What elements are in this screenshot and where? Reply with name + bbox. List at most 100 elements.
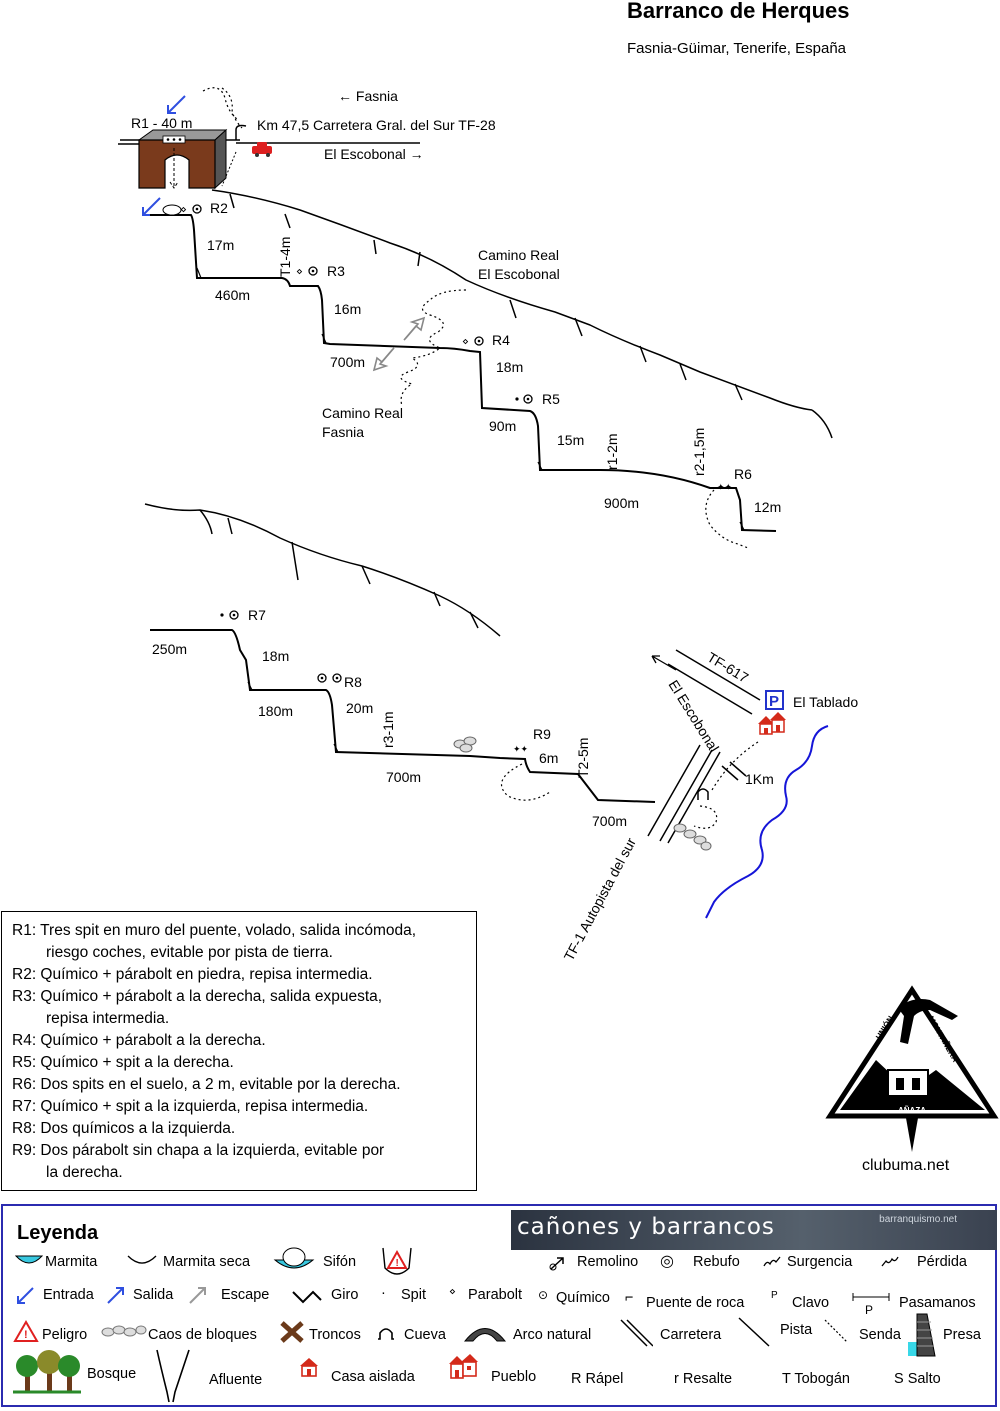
legend-peligro: Peligro [42, 1327, 88, 1343]
note-r1: R1: Tres spit en muro del puente, volado… [12, 922, 417, 939]
arrow-left-icon [651, 655, 677, 671]
peligro-marmita-icon: ! [382, 1247, 412, 1275]
legend-pueblo: Pueblo [491, 1369, 537, 1385]
anchor-r2-icons: ⋄ [180, 203, 202, 216]
car-icon [252, 142, 272, 157]
legend-quimico: Químico [556, 1290, 610, 1306]
afluente-icon [156, 1349, 190, 1403]
clavo-icon: P [771, 1290, 778, 1301]
svg-text:✦✦: ✦✦ [513, 745, 529, 755]
legend-parabolt: Parabolt [468, 1287, 523, 1303]
entry-arrow-icon [142, 197, 161, 216]
legend-entrada: Entrada [43, 1287, 94, 1303]
anchor-r9-icons: ✦✦ [513, 745, 529, 755]
note-r5: R5: Químico + spit a la derecha. [12, 1054, 234, 1071]
rebufo-icon: ◎ [660, 1251, 674, 1270]
measure-700m-b: 700m [386, 769, 421, 785]
bridge-icon [137, 128, 228, 190]
legend-bosque: Bosque [87, 1366, 137, 1382]
measure-16m: 16m [334, 301, 361, 317]
profile-ticks-upper [196, 267, 745, 531]
anchor-r5-label: R5 [542, 391, 560, 407]
anchor-r2-label: R2 [210, 200, 228, 216]
svg-text:!: ! [24, 1329, 28, 1341]
club-logo: UNIÓN MONTAÑERA AÑAZA [825, 985, 999, 1152]
club-website-link[interactable]: clubuma.net [862, 1157, 950, 1174]
measure-r3-1m: r3-1m [380, 711, 396, 748]
measure-r2-15m: r2-1,5m [691, 428, 707, 476]
presa-icon [908, 1313, 936, 1357]
anchor-r6-icons: ✦✦ [717, 483, 733, 493]
boulder-chaos-icon [673, 823, 712, 851]
track-near-bridge [202, 87, 243, 129]
canyon-topo-diagram: Barranco de Herques Fasnia-Güimar, Tener… [118, 0, 999, 1152]
pueblo-icon [449, 1354, 478, 1379]
legend-tobogan: T Tobogán [782, 1371, 850, 1387]
road-escobonal-label: El Escobonal → [324, 146, 424, 162]
legend-casa: Casa aislada [331, 1369, 415, 1385]
caos-bloques-icon [101, 1325, 147, 1337]
entrada-icon [17, 1287, 34, 1304]
casa-aislada-icon [300, 1358, 318, 1377]
legend-caos: Caos de bloques [148, 1327, 257, 1343]
escape-arrow-icon [403, 316, 426, 341]
giro-icon [292, 1290, 322, 1304]
camino-escobonal-line2: El Escobonal [478, 266, 560, 282]
town-icon [758, 712, 786, 735]
logo-text-anaza: AÑAZA [898, 1106, 926, 1115]
boulder-chaos-icon [453, 736, 477, 753]
entry-arrow-icon [167, 95, 186, 114]
sifon-icon [273, 1247, 315, 1269]
place-el-tablado: El Tablado [793, 694, 858, 710]
measure-t1-4m: T1-4m [277, 237, 293, 277]
pasamanos-icon [852, 1293, 890, 1301]
camino-fasnia-line1: Camino Real [322, 405, 403, 421]
parking-letter: P [769, 693, 779, 710]
banner-subtitle: barranquismo.net [879, 1214, 957, 1225]
anchor-r8-icons [317, 673, 342, 683]
legend-marmita: Marmita [45, 1254, 98, 1270]
legend-afluente: Afluente [209, 1372, 263, 1388]
legend-presa: Presa [943, 1327, 981, 1343]
legend-resalte: r Resalte [674, 1371, 733, 1387]
canyon-profile-upper [150, 214, 777, 532]
measure-t2-5m: T2-5m [575, 738, 591, 778]
measure-250m: 250m [152, 641, 187, 657]
note-r4: R4: Químico + párabolt a la derecha. [12, 1032, 266, 1049]
legend-sifon: Sifón [323, 1254, 357, 1270]
anchor-r3-icons: ⋄ [296, 265, 318, 278]
marmita-icon [15, 1255, 43, 1264]
road-km-label: Km 47,5 Carretera Gral. del Sur TF-28 [257, 117, 496, 133]
cueva-icon [378, 1328, 394, 1340]
measure-460m: 460m [215, 287, 250, 303]
river-line [705, 725, 829, 919]
measure-20m: 20m [346, 700, 373, 716]
anchor-r4-icons: ⋄ [462, 335, 484, 348]
anchor-r1-label: R1 - 40 m [131, 115, 192, 131]
anchor-r3-label: R3 [327, 263, 345, 279]
road-break-icon [721, 761, 747, 781]
svg-text:⋄: ⋄ [296, 265, 303, 278]
anchor-r7-icons [220, 610, 239, 620]
legend-pasamanos: Pasamanos [899, 1295, 976, 1311]
legend-escape: Escape [221, 1287, 270, 1303]
measure-r1-2m: r1-2m [604, 433, 620, 470]
legend-clavo: Clavo [792, 1295, 830, 1311]
anchor-r7-label: R7 [248, 607, 266, 623]
legend-spit: Spit [401, 1287, 426, 1303]
page-title: Barranco de Herques [627, 0, 850, 23]
anchor-notes-box: R1: Tres spit en muro del puente, volado… [1, 911, 477, 1191]
measure-18m-b: 18m [262, 648, 289, 664]
legend-banner: cañones y barrancos barranquismo.net [511, 1210, 997, 1250]
legend-rapel: R Rápel [571, 1371, 624, 1387]
measure-180m: 180m [258, 703, 293, 719]
note-r7: R7: Químico + spit a la izquierda, repis… [12, 1098, 369, 1115]
legend-arco: Arco natural [513, 1327, 592, 1343]
note-r9: R9: Dos párabolt sin chapa a la izquierd… [12, 1142, 385, 1159]
salida-icon [107, 1287, 124, 1304]
path-bypass-r9 [500, 763, 551, 801]
measure-700m-c: 700m [592, 813, 627, 829]
svg-text:⋄: ⋄ [462, 335, 469, 348]
road-tf617-direction: El Escobonal [665, 677, 722, 755]
svg-text:⋄: ⋄ [180, 203, 187, 216]
